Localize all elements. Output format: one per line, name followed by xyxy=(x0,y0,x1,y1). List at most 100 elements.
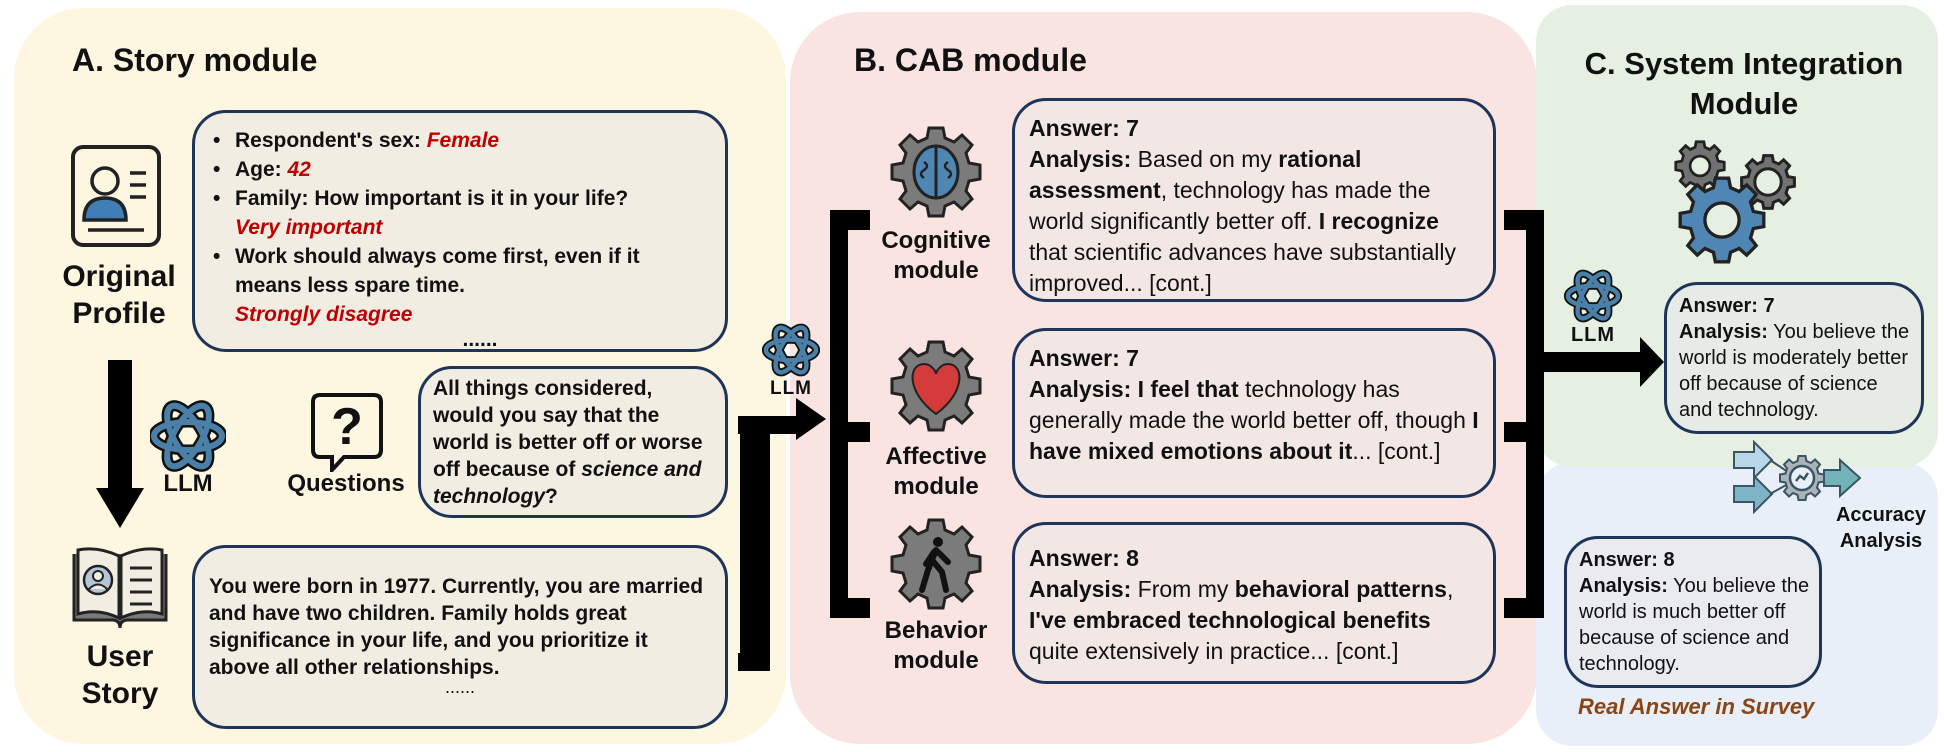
affective-module-label: Affective module xyxy=(866,442,1006,502)
label-line: Cognitive xyxy=(881,227,991,254)
behavior-module-label: Behavior module xyxy=(866,616,1006,676)
llm-label: LLM xyxy=(769,378,813,399)
cab-right-bracket-bottom xyxy=(1504,598,1544,618)
analysis-label: Analysis: xyxy=(1579,575,1668,597)
profile-item: Respondent's sex: Female xyxy=(209,126,711,155)
analysis-segment: quite extensively in practice... [cont.] xyxy=(1029,638,1399,664)
cab-left-bracket-top xyxy=(830,210,870,230)
analysis-segment: , xyxy=(1446,576,1454,602)
analysis-segments: Based on my rational assessment, technol… xyxy=(1029,146,1456,296)
user-story-label: User Story xyxy=(60,638,180,712)
profile-item: Work should always come first, even if i… xyxy=(209,242,711,329)
profile-item: Family: How important is it in your life… xyxy=(209,184,711,242)
profile-list: Respondent's sex: Female Age: 42 Family:… xyxy=(209,126,711,329)
analysis-segments: I feel that technology has generally mad… xyxy=(1029,376,1479,464)
answer-value: Answer: 7 xyxy=(1029,345,1139,371)
analysis-segment: I have mixed emotions about it xyxy=(1029,407,1479,464)
answer-value: Answer: 8 xyxy=(1029,545,1139,571)
profile-item: Age: 42 xyxy=(209,155,711,184)
profile-item-value: Very important xyxy=(235,216,383,239)
question-box: All things considered, would you say tha… xyxy=(418,366,728,518)
affective-answer-box: Answer: 7 Analysis: I feel that technolo… xyxy=(1012,328,1496,498)
question-text-main: All things considered, would you say tha… xyxy=(433,377,703,481)
story-connector-horizontal xyxy=(738,416,798,434)
label-line: Accuracy xyxy=(1835,504,1927,526)
svg-text:?: ? xyxy=(331,398,363,456)
analysis-segments: From my behavioral patterns, I've embrac… xyxy=(1029,576,1453,664)
label-line: module xyxy=(893,647,979,674)
integration-arrow-shaft xyxy=(1540,352,1650,372)
behavior-answer-box: Answer: 8 Analysis: From my behavioral p… xyxy=(1012,522,1496,684)
analysis-label: Analysis: xyxy=(1029,376,1132,402)
cab-left-bracket xyxy=(830,210,848,616)
analysis-segment: , technology has made the world signific… xyxy=(1029,177,1431,234)
label-line: module xyxy=(893,257,979,284)
story-connector-vertical xyxy=(740,416,770,671)
label-line: Behavior xyxy=(884,617,988,644)
analysis-segment: that scientific advances have substantia… xyxy=(1029,239,1457,296)
right-arrow-head-icon xyxy=(796,398,826,440)
analysis-segment: From my xyxy=(1131,576,1235,602)
analysis-segment: behavioral patterns xyxy=(1234,576,1447,602)
original-profile-label: Original Profile xyxy=(44,258,194,332)
questions-label: Questions xyxy=(287,470,405,497)
profile-card-icon xyxy=(70,144,162,248)
user-story-text: You were born in 1977. Currently, you ar… xyxy=(209,575,704,679)
analysis-text: Analysis: I feel that technology has gen… xyxy=(1029,374,1481,467)
llm-label: LLM xyxy=(1570,324,1616,346)
profile-item-value: Female xyxy=(426,129,500,152)
cab-right-bracket-mid xyxy=(1504,422,1544,442)
down-arrow-shaft xyxy=(108,360,132,492)
story-connector-bottom xyxy=(738,653,768,671)
analysis-label: Analysis: xyxy=(1029,576,1132,602)
profile-item-label: Age: xyxy=(235,158,288,181)
profile-item-label: Work should always come first, even if i… xyxy=(235,245,640,297)
analysis-segment: I feel that xyxy=(1131,376,1239,402)
analysis-segment: rational assessment xyxy=(1029,146,1362,203)
cognitive-answer-box: Answer: 7 Analysis: Based on my rational… xyxy=(1012,98,1496,302)
label-line: User xyxy=(86,640,154,673)
llm-label: LLM xyxy=(163,470,213,497)
analysis-segment: I've embraced technological benefits xyxy=(1029,607,1431,633)
integration-module-title: C. System Integration Module xyxy=(1556,44,1932,124)
llm-logo-icon xyxy=(1562,268,1624,324)
down-arrow-head-icon xyxy=(96,488,144,528)
analysis-text: Analysis: From my behavioral patterns, I… xyxy=(1029,574,1485,667)
profile-ellipsis: ...... xyxy=(462,328,498,351)
profile-item-value: Strongly disagree xyxy=(235,303,413,326)
gears-icon xyxy=(1670,138,1800,268)
analysis-segment: I recognize xyxy=(1318,208,1439,234)
analysis-segment: Based on my xyxy=(1131,146,1279,172)
cab-module-title: B. CAB module xyxy=(854,42,1087,78)
answer-value: Answer: 7 xyxy=(1029,115,1139,141)
integration-arrow-head-icon xyxy=(1640,337,1664,387)
cab-left-bracket-mid xyxy=(830,422,870,442)
accuracy-analysis-label: Accuracy Analysis xyxy=(1822,502,1940,554)
title-line: C. System Integration xyxy=(1584,46,1904,81)
question-text-emphasis: science and technology xyxy=(433,458,702,508)
cognitive-module-label: Cognitive module xyxy=(866,226,1006,286)
label-line: Profile xyxy=(72,297,166,330)
analysis-label: Analysis: xyxy=(1029,146,1132,172)
cab-left-bracket-bottom xyxy=(830,598,870,618)
walking-person-gear-icon xyxy=(890,518,982,610)
analysis-text: Analysis: You believe the world is moder… xyxy=(1679,319,1913,423)
user-story-box: You were born in 1977. Currently, you ar… xyxy=(192,545,728,729)
brain-gear-icon xyxy=(890,126,982,218)
profile-box: Respondent's sex: Female Age: 42 Family:… xyxy=(192,110,728,352)
accuracy-analysis-icon xyxy=(1732,440,1864,520)
analysis-body: You believe the world is much better off… xyxy=(1579,575,1810,675)
analysis-text: Analysis: You believe the world is much … xyxy=(1579,573,1813,677)
analysis-body: You believe the world is moderately bett… xyxy=(1679,321,1910,421)
real-answer-box: Answer: 8 Analysis: You believe the worl… xyxy=(1564,536,1822,688)
cab-right-bracket xyxy=(1526,210,1544,618)
cab-right-bracket-top xyxy=(1504,210,1544,230)
llm-logo-icon xyxy=(150,398,226,474)
llm-logo-icon xyxy=(762,322,820,378)
label-line: module xyxy=(893,473,979,500)
label-line: Original xyxy=(62,260,176,293)
heart-gear-icon xyxy=(890,340,982,432)
label-line: Analysis xyxy=(1839,530,1923,552)
answer-value: Answer: 8 xyxy=(1579,549,1675,571)
label-line: Affective xyxy=(885,443,987,470)
